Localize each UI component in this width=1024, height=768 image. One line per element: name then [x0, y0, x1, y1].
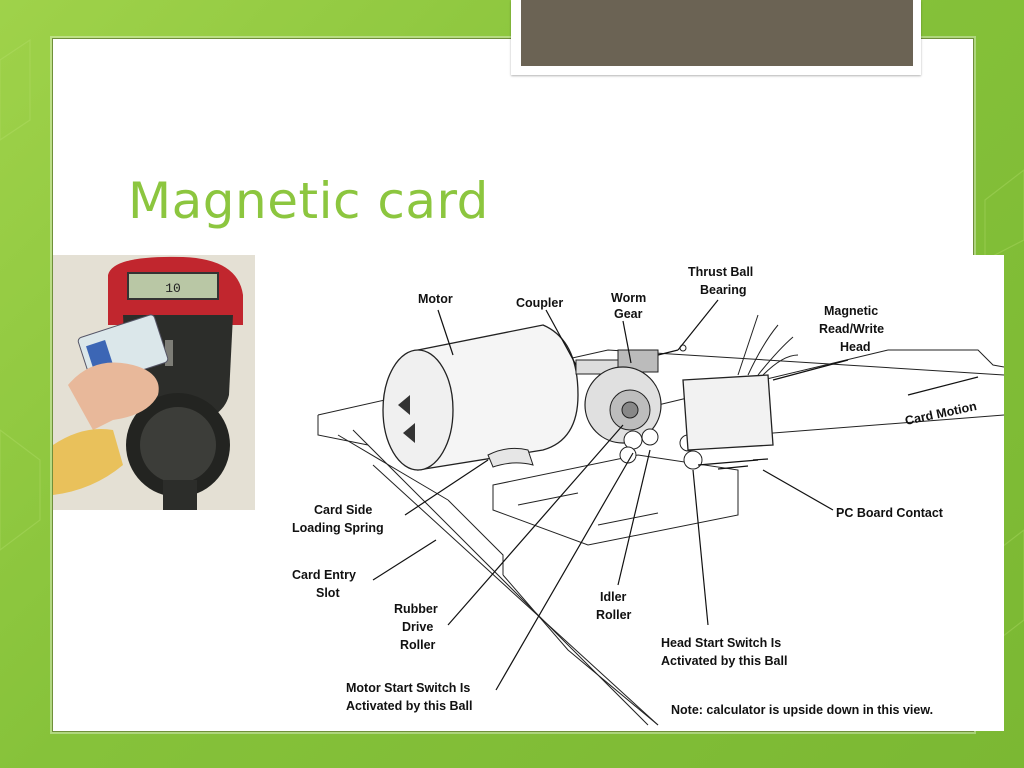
label-motor-switch-2: Activated by this Ball — [346, 699, 472, 713]
label-idler-1: Idler — [600, 590, 627, 604]
header-tab — [511, 0, 921, 75]
label-worm-gear-1: Worm — [611, 291, 646, 305]
label-spring-2: Loading Spring — [292, 521, 384, 535]
card-reader-diagram: Motor Coupler Worm Gear Thrust Ball Bear… — [278, 255, 1004, 731]
label-card-motion: Card Motion — [904, 399, 978, 428]
label-head-switch-1: Head Start Switch Is — [661, 636, 781, 650]
label-worm-gear-2: Gear — [614, 307, 643, 321]
label-rubber-2: Drive — [402, 620, 433, 634]
label-rubber-3: Roller — [400, 638, 436, 652]
parking-meter-illustration: 10 — [53, 255, 255, 510]
label-motor-switch-1: Motor Start Switch Is — [346, 681, 470, 695]
label-head-2: Read/Write — [819, 322, 884, 336]
meter-display-text: 10 — [165, 281, 181, 296]
label-coupler: Coupler — [516, 296, 563, 310]
label-rubber-1: Rubber — [394, 602, 438, 616]
label-head-3: Head — [840, 340, 871, 354]
label-head-switch-2: Activated by this Ball — [661, 654, 787, 668]
label-head-1: Magnetic — [824, 304, 878, 318]
slide-title: Magnetic card — [128, 172, 489, 230]
label-thrust-2: Bearing — [700, 283, 747, 297]
parking-meter-photo: 10 — [53, 255, 255, 510]
label-motor: Motor — [418, 292, 453, 306]
label-entry-2: Slot — [316, 586, 340, 600]
label-idler-2: Roller — [596, 608, 632, 622]
diagram-note: Note: calculator is upside down in this … — [671, 703, 933, 717]
label-spring-1: Card Side — [314, 503, 372, 517]
label-thrust-1: Thrust Ball — [688, 265, 753, 279]
label-pc-board: PC Board Contact — [836, 506, 944, 520]
card-reader-schematic: Motor Coupler Worm Gear Thrust Ball Bear… — [292, 265, 1004, 726]
header-tab-fill — [521, 0, 913, 66]
label-entry-1: Card Entry — [292, 568, 356, 582]
